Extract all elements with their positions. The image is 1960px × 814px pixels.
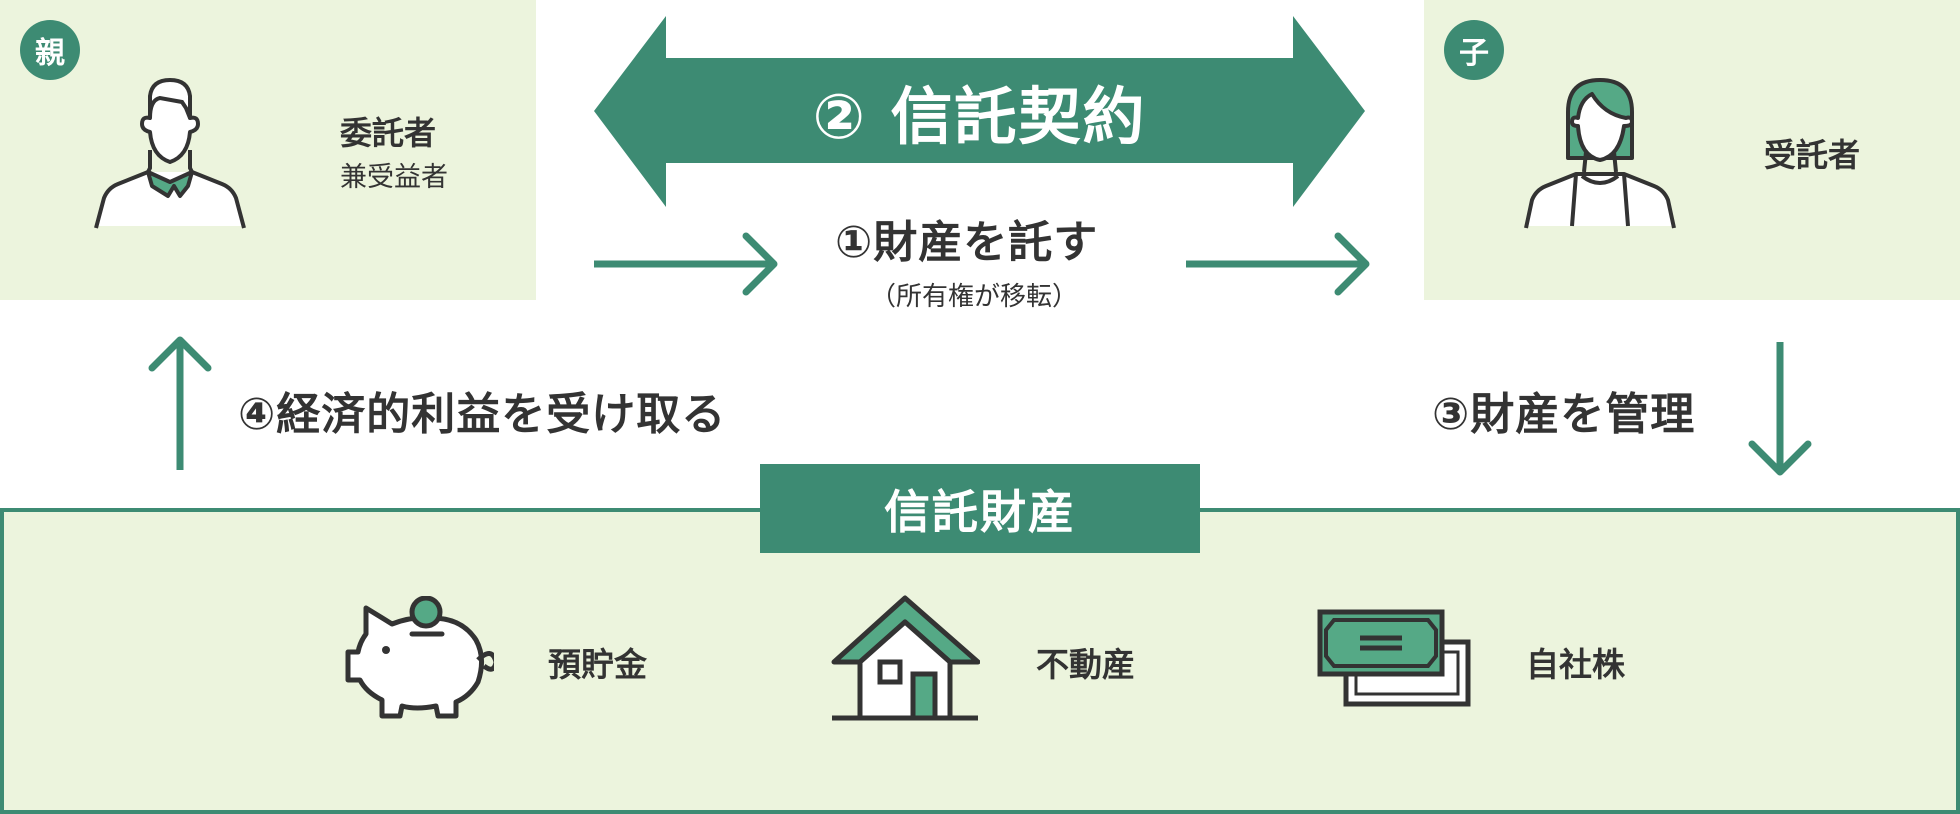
asset-label-real-estate: 不動産 — [1036, 645, 1135, 684]
double-arrow-icon — [594, 16, 1365, 207]
house-icon — [831, 595, 980, 721]
up-arrow-icon — [148, 336, 212, 470]
woman-person-icon — [1524, 78, 1676, 229]
child-badge: 子 — [1444, 20, 1504, 80]
trust-property-box — [0, 508, 1960, 814]
piggy-bank-icon — [345, 596, 494, 719]
right-arrow-icon — [594, 232, 778, 296]
asset-label-savings: 預貯金 — [548, 645, 647, 684]
asset-label-company-shares: 自社株 — [1526, 645, 1625, 684]
settlor-subtitle: 兼受益者 — [340, 162, 448, 193]
stock-certificate-icon — [1317, 609, 1471, 707]
trustee-panel: 子 受託者 — [1424, 0, 1960, 300]
entrust-property-label: ①財産を託す — [835, 217, 1099, 268]
right-arrow-icon — [1186, 232, 1370, 296]
manage-property-label: ③財産を管理 — [1432, 389, 1696, 440]
man-person-icon — [94, 78, 246, 229]
trustee-title: 受託者 — [1764, 136, 1861, 174]
ownership-transfer-note: （所有権が移転） — [870, 282, 1079, 312]
parent-badge: 親 — [20, 20, 80, 80]
trust-contract-label: ② 信託契約 — [812, 80, 1147, 153]
settlor-title: 委託者 — [340, 114, 437, 152]
settlor-panel: 親 委託者 兼受益者 — [0, 0, 536, 300]
receive-benefit-label: ④経済的利益を受け取る — [238, 389, 727, 440]
trust-property-title: 信託財産 — [760, 464, 1200, 553]
down-arrow-icon — [1748, 342, 1812, 476]
